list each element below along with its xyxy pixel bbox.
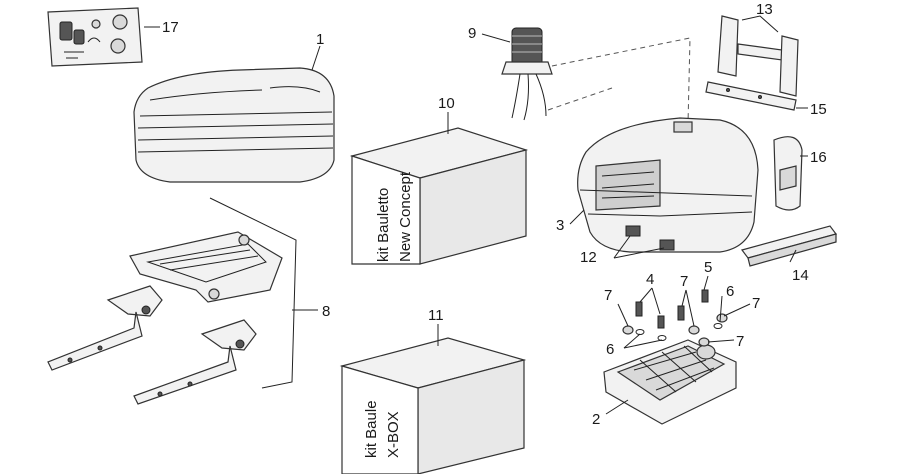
- beacon-light: [501, 27, 553, 121]
- rack-plate: [129, 231, 283, 303]
- callout-8: 8: [322, 303, 330, 320]
- callout-16: 16: [810, 149, 827, 166]
- callout-11: 11: [428, 307, 444, 324]
- lock-kit-bag: [47, 7, 143, 67]
- callout-12: 12: [580, 249, 597, 266]
- callout-14: 14: [792, 267, 809, 284]
- kit-box-baule: kit Baule X-BOX: [339, 337, 527, 474]
- kit-box-bauletto: kit Bauletto New Concept: [349, 127, 529, 265]
- callout-13: 13: [756, 1, 773, 18]
- top-case-body: [133, 67, 335, 183]
- kit-bauletto-line2: New Concept: [397, 171, 414, 262]
- callout-7-right-upper: 7: [752, 295, 760, 312]
- callout-2: 2: [592, 411, 600, 428]
- callout-7-middle: 7: [680, 273, 688, 290]
- base-plate: [603, 339, 737, 425]
- screws-set: [622, 289, 728, 347]
- callout-6-lower: 6: [606, 341, 614, 358]
- callout-1: 1: [316, 31, 324, 48]
- callout-7-right-lower: 7: [736, 333, 744, 350]
- callout-15: 15: [810, 101, 827, 118]
- reinforcement-strip: [705, 81, 797, 111]
- rack-bracket-right: [133, 319, 257, 405]
- callout-9: 9: [468, 25, 476, 42]
- kit-bauletto-line1: kit Bauletto: [375, 188, 392, 262]
- kit-baule-line1: kit Baule: [363, 400, 380, 458]
- callout-5: 5: [704, 259, 712, 276]
- angle-bar: [740, 225, 838, 267]
- callout-10: 10: [438, 95, 455, 112]
- mounting-bracket: [717, 15, 799, 97]
- callout-7-left: 7: [604, 287, 612, 304]
- curved-plate: [773, 136, 803, 211]
- top-case-rear: [577, 117, 759, 253]
- callout-17: 17: [162, 19, 179, 36]
- callout-6-upper: 6: [726, 283, 734, 300]
- callout-3: 3: [556, 217, 564, 234]
- kit-baule-line2: X-BOX: [385, 411, 402, 458]
- rack-bracket-left: [47, 285, 163, 371]
- callout-4: 4: [646, 271, 654, 288]
